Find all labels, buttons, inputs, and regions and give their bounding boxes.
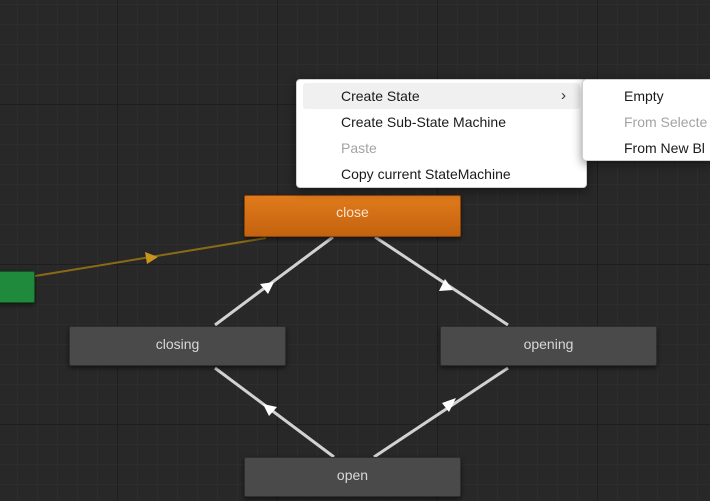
transition-close-to-opening[interactable] [374,235,509,327]
menu-item-label: Create Sub-State Machine [341,114,506,130]
menu-item-label: Create State [341,88,420,104]
transition-open-to-closing[interactable] [214,366,335,459]
menu-item-label: From Selecte [624,114,708,130]
entry-node[interactable] [0,271,35,303]
context-menu: Create State › Create Sub-State Machine … [296,79,587,188]
submenu-item-from-new-blend-tree[interactable]: From New Bl [589,135,708,161]
transition-opening-to-open[interactable] [373,366,509,459]
state-opening[interactable]: opening [440,326,657,366]
chevron-right-icon: › [561,87,566,104]
default-transition[interactable] [34,237,267,277]
menu-item-label: Paste [341,140,377,156]
menu-item-create-state[interactable]: Create State › [303,83,580,109]
submenu-item-empty[interactable]: Empty [589,83,708,109]
menu-item-label: Copy current StateMachine [341,166,511,182]
menu-item-label: Empty [624,88,664,104]
menu-item-copy-current-statemachine[interactable]: Copy current StateMachine [303,161,580,187]
submenu-item-from-selected: From Selecte [589,109,708,135]
menu-item-paste: Paste [303,135,580,161]
state-open[interactable]: open [244,457,461,497]
transition-closing-to-close[interactable] [214,235,334,327]
create-state-submenu: Empty From Selecte From New Bl [582,79,710,161]
state-closing[interactable]: closing [69,326,286,366]
state-close[interactable]: close [244,195,461,237]
menu-item-label: From New Bl [624,140,705,156]
menu-item-create-sub-state-machine[interactable]: Create Sub-State Machine [303,109,580,135]
